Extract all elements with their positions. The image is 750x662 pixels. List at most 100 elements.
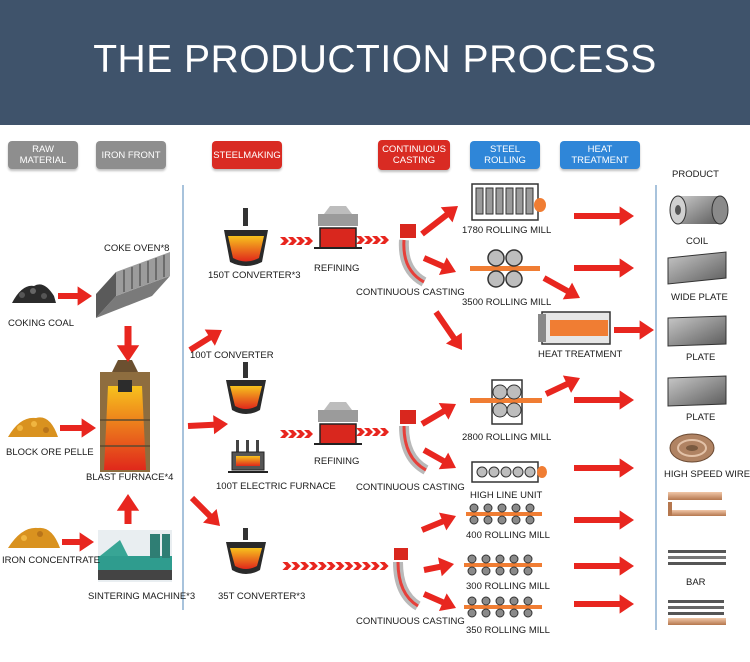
converter-100-icon	[226, 362, 266, 414]
arrow-cc1-to-3500	[422, 255, 456, 276]
arrow-3500-to-heat	[542, 275, 580, 300]
label-high-speed-wire: HIGH SPEED WIRE	[664, 469, 750, 480]
bar-3-product-icon	[668, 618, 726, 625]
chevrons-converter100-refining-0	[280, 430, 289, 438]
chevrons-150-refining-0	[280, 237, 289, 245]
arrow-350-to-bar	[574, 594, 634, 614]
label-refining-2: REFINING	[314, 456, 360, 467]
label-electric-furnace: 100T ELECTRIC FURNACE	[216, 481, 336, 492]
mill-400-icon	[466, 503, 542, 525]
chevrons-35t-casting-7	[344, 562, 354, 570]
mill-350-icon	[464, 596, 542, 618]
label-plate-1: PLATE	[686, 352, 716, 363]
chevrons-35t-casting-1	[291, 562, 301, 570]
arrow-3500-to-wide-plate	[574, 258, 634, 278]
arrow-sinter-to-furnace	[116, 494, 140, 524]
label-heat-treatment: HEAT TREATMENT	[538, 349, 623, 360]
label-block-ore: BLOCK ORE PELLE	[6, 447, 94, 458]
label-product-header: PRODUCT	[672, 169, 719, 180]
coil-product-icon	[669, 195, 729, 225]
chevrons-35t-casting-0	[282, 562, 292, 570]
stage-iron-front[interactable]: IRON FRONT	[96, 141, 166, 169]
chevrons-refining-casting-1-3	[380, 236, 389, 244]
arrow-cc3-to-400	[420, 512, 456, 533]
stage-heat-treatment[interactable]: HEAT TREATMENT	[560, 141, 640, 169]
refining-2-icon	[314, 402, 362, 445]
chevrons-converter100-refining-2	[296, 430, 305, 438]
label-refining-1: REFINING	[314, 263, 360, 274]
stage-steel-rolling[interactable]: STEEL ROLLING	[470, 141, 540, 169]
chevrons-35t-casting-6	[335, 562, 345, 570]
chevrons-35t-casting-2	[300, 562, 310, 570]
arrow-heat-to-plate	[614, 320, 654, 340]
label-mill-1780: 1780 ROLLING MILL	[462, 225, 552, 236]
label-sintering: SINTERING MACHINE*3	[88, 591, 196, 602]
label-plate-2: PLATE	[686, 412, 716, 423]
high-speed-wire-product-icon	[669, 433, 715, 463]
label-continuous-casting-1: CONTINUOUS CASTING	[356, 287, 465, 298]
wide-plate-product-icon	[667, 251, 727, 285]
arrow-2800-to-plate	[574, 390, 634, 410]
chevrons-35t-casting-3	[308, 562, 318, 570]
electric-furnace-icon	[228, 440, 268, 473]
copper-bars-product-icon	[668, 492, 726, 516]
chevrons-35t-casting-10	[370, 562, 380, 570]
stage-raw-material[interactable]: RAW MATERIAL	[8, 141, 78, 169]
arrow-cc2-to-2800	[420, 403, 456, 427]
casting-1-icon	[398, 224, 427, 287]
arrow-ore-to-furnace	[60, 418, 96, 438]
label-bar: BAR	[686, 577, 706, 588]
chevrons-150-refining-2	[296, 237, 305, 245]
iron-concentrate-pile-icon	[8, 527, 60, 548]
label-iron-concentrate: IRON CONCENTRATE	[2, 555, 100, 566]
chevrons-150-refining-1	[288, 237, 297, 245]
arrow-1780-to-coil	[574, 206, 634, 226]
refining-1-icon	[314, 206, 362, 249]
arrow-oven-to-furnace	[116, 326, 140, 362]
casting-3-icon	[393, 548, 421, 611]
label-mill-2800: 2800 ROLLING MILL	[462, 432, 552, 443]
heat-treatment-icon	[538, 311, 611, 345]
chevrons-refining-casting-1-1	[364, 236, 373, 244]
stage-continuous-casting[interactable]: CONTINUOUS CASTING	[378, 140, 450, 170]
chevrons-refining-casting-1-2	[372, 236, 381, 244]
arrow-furnace-to-steelmaking-mid	[187, 415, 228, 435]
chevrons-converter100-refining-1	[288, 430, 297, 438]
label-wide-plate: WIDE PLATE	[671, 292, 728, 303]
arrow-300-to-bar	[574, 556, 634, 576]
arrow-concentrate-to-sinter	[62, 532, 94, 552]
arrow-furnace-to-100t-converter	[188, 329, 222, 353]
bar-2-product-icon	[668, 600, 724, 615]
page-title: THE PRODUCTION PROCESS	[93, 38, 657, 81]
arrow-coal-to-oven	[58, 286, 92, 306]
chevrons-refining-casting-2-0	[356, 428, 365, 436]
chevrons-refining-casting-2-2	[372, 428, 381, 436]
mill-2800-icon	[470, 379, 542, 425]
label-mill-350: 350 ROLLING MILL	[466, 625, 550, 636]
arrow-cc3-to-350	[422, 591, 456, 612]
chevrons-converter100-refining-3	[304, 430, 313, 438]
arrow-cc3-to-300	[423, 557, 454, 577]
label-continuous-casting-2: CONTINUOUS CASTING	[356, 482, 465, 493]
casting-2-icon	[399, 410, 429, 475]
stage-steelmaking[interactable]: STEELMAKING	[212, 141, 282, 169]
block-ore-pile-icon	[8, 417, 58, 437]
chevrons-150-refining-3	[304, 237, 313, 245]
label-mill-3500: 3500 ROLLING MILL	[462, 297, 552, 308]
label-coil: COIL	[686, 236, 709, 247]
bar-product-icon	[668, 550, 726, 565]
chevrons-35t-casting-9	[361, 562, 371, 570]
arrow-highline-to-wire	[574, 458, 634, 478]
chevrons-refining-casting-2-1	[364, 428, 373, 436]
label-converter-150: 150T CONVERTER*3	[208, 270, 301, 281]
label-coking-coal: COKING COAL	[8, 318, 74, 329]
chevrons-refining-casting-2-3	[380, 428, 389, 436]
label-continuous-casting-3: CONTINUOUS CASTING	[356, 616, 465, 627]
mill-1780-icon	[471, 183, 546, 221]
plate-2-product-icon	[667, 375, 727, 407]
high-line-unit-icon	[471, 461, 547, 483]
arrow-cc1-to-1780	[420, 206, 458, 237]
arrow-2800-up	[544, 375, 580, 397]
